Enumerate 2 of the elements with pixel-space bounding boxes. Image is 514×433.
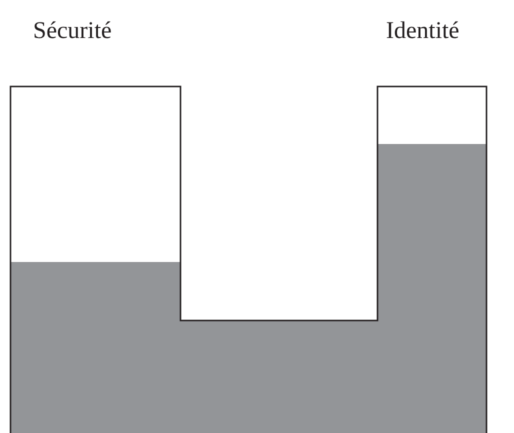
- column-heading: Identité: [386, 18, 460, 45]
- column-heading: Sécurité: [33, 18, 112, 45]
